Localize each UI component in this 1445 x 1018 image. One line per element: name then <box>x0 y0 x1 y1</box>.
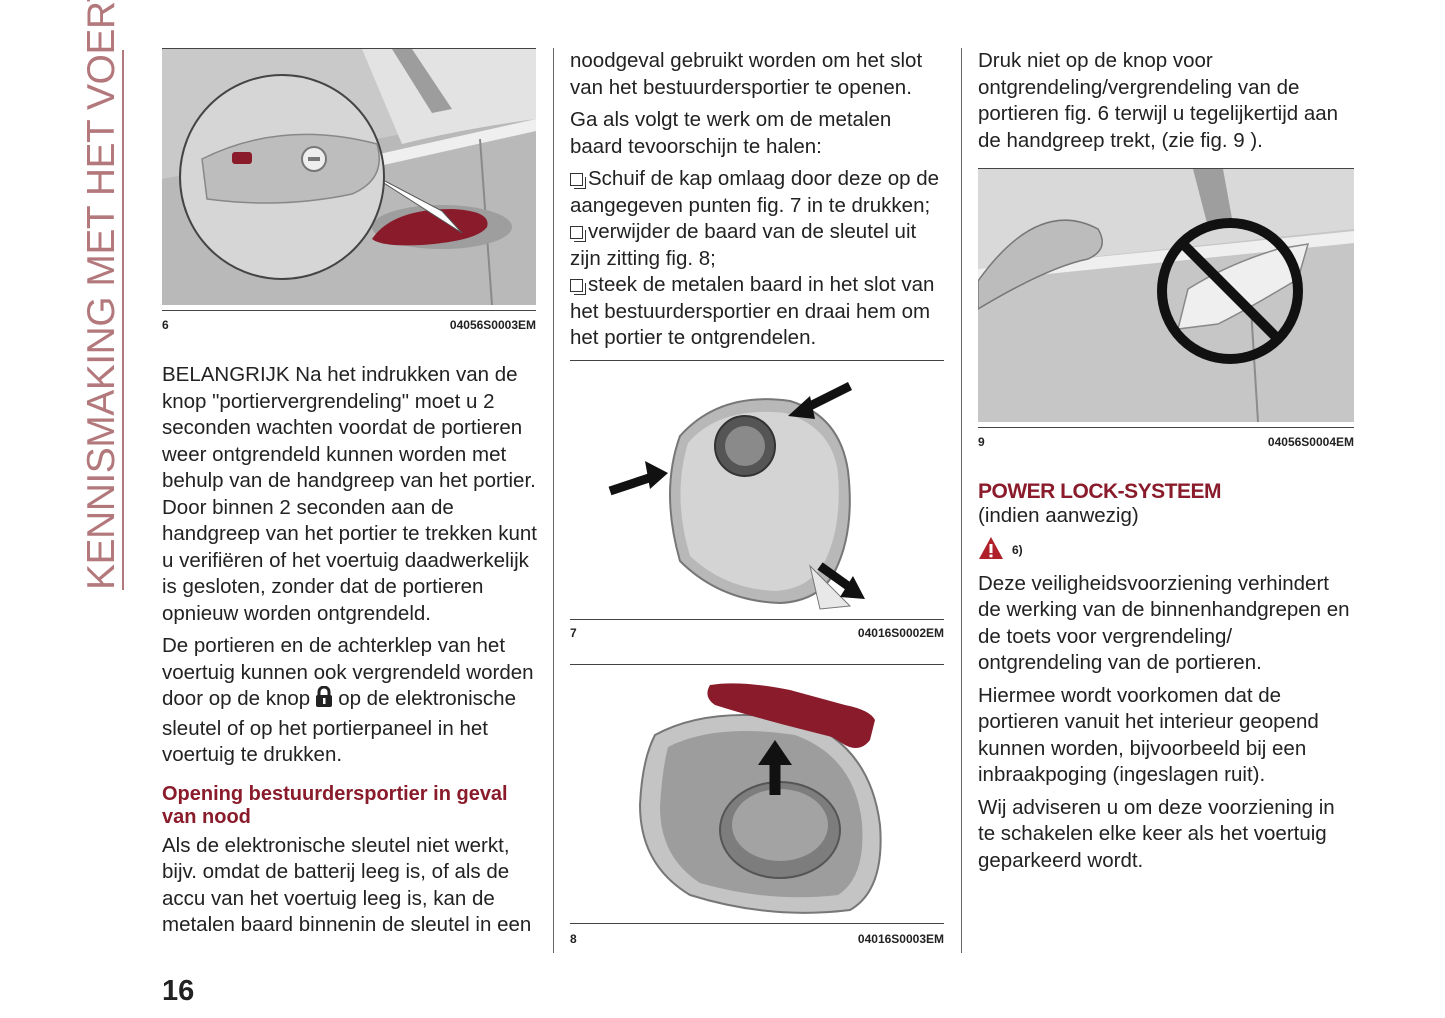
page-number: 16 <box>162 975 195 1007</box>
column-3-top-text: Druk niet op de knop voor ontgrendeling/… <box>978 48 1356 160</box>
figure-number: 7 <box>570 626 577 640</box>
no-pull-handle-illustration <box>977 169 1354 423</box>
warning-reference: 6) <box>978 536 1356 565</box>
power-lock-advice: Wij adviseren u om deze voorziening in t… <box>978 795 1335 872</box>
steps-intro: Ga als volgt te werk om de metalen baard… <box>570 108 892 158</box>
figure-7 <box>570 360 944 620</box>
figure-8 <box>570 664 944 924</box>
step-text: steek de metalen baard in het slot van h… <box>570 273 935 349</box>
step-text: Schuif de kap omlaag door deze op de aan… <box>570 167 940 217</box>
checkbox-bullet-icon <box>570 173 586 189</box>
figure-number: 9 <box>978 435 985 449</box>
important-paragraph: BELANGRIJK Na het indrukken van de knop … <box>162 363 537 625</box>
lock-paragraph-end: op de elektronische sleutel of op het po… <box>162 687 516 766</box>
emergency-opening-heading: Opening bestuurdersportier in geval van … <box>162 782 508 828</box>
figure-code: 04016S0003EM <box>857 932 944 946</box>
warning-reference-number: 6) <box>1012 543 1023 557</box>
column-divider-left <box>553 48 554 953</box>
step-item: steek de metalen baard in het slot van h… <box>570 272 948 352</box>
lock-icon <box>314 685 334 716</box>
warning-paragraph: Druk niet op de knop voor ontgrendeling/… <box>978 49 1339 152</box>
column-2-text: noodgeval gebruikt worden om het slot va… <box>570 48 948 352</box>
column-1-text: BELANGRIJK Na het indrukken van de knop … <box>162 362 540 945</box>
checkbox-bullet-icon <box>570 226 586 242</box>
figure-9-caption: 9 04056S0004EM <box>978 435 1354 451</box>
warning-triangle-icon <box>978 536 1004 565</box>
figure-number: 6 <box>162 318 169 332</box>
figure-code: 04016S0002EM <box>857 626 944 640</box>
power-lock-heading: POWER LOCK-SYSTEEM <box>978 480 1222 503</box>
power-lock-subheading: (indien aanwezig) <box>978 504 1139 527</box>
figure-9 <box>977 168 1354 428</box>
step-text: verwijder de baard van de sleutel uit zi… <box>570 220 917 270</box>
step-item: Schuif de kap omlaag door deze op de aan… <box>570 166 948 219</box>
emergency-continued-paragraph: noodgeval gebruikt worden om het slot va… <box>570 49 923 99</box>
power-lock-description: Deze veiligheidsvoorziening verhindert d… <box>978 571 1350 675</box>
figure-number: 8 <box>570 932 577 946</box>
column-3-text: POWER LOCK-SYSTEEM (indien aanwezig) 6) … <box>978 481 1356 880</box>
key-blade-removal-illustration <box>570 665 944 918</box>
key-cover-illustration <box>570 361 944 614</box>
checkbox-bullet-icon <box>570 279 586 295</box>
column-divider-right <box>961 48 962 953</box>
figure-code: 04056S0003EM <box>449 318 536 332</box>
door-handle-illustration <box>162 49 536 306</box>
figure-7-caption: 7 04016S0002EM <box>570 626 944 642</box>
figure-6-caption: 6 04056S0003EM <box>162 318 536 334</box>
figure-8-caption: 8 04016S0003EM <box>570 932 944 948</box>
lock-paragraph-start: De portieren en de achterklep van het vo… <box>162 634 534 710</box>
figure-6 <box>162 48 536 311</box>
power-lock-purpose: Hiermee wordt voorkomen dat de portieren… <box>978 683 1319 787</box>
step-item: verwijder de baard van de sleutel uit zi… <box>570 219 948 272</box>
emergency-paragraph: Als de elektronische sleutel niet werkt,… <box>162 833 532 937</box>
lock-paragraph: De portieren en de achterklep van het vo… <box>162 633 540 769</box>
figure-code: 04056S0004EM <box>1267 435 1354 449</box>
section-side-title: KENNISMAKING MET HET VOERTUIG <box>80 0 124 590</box>
